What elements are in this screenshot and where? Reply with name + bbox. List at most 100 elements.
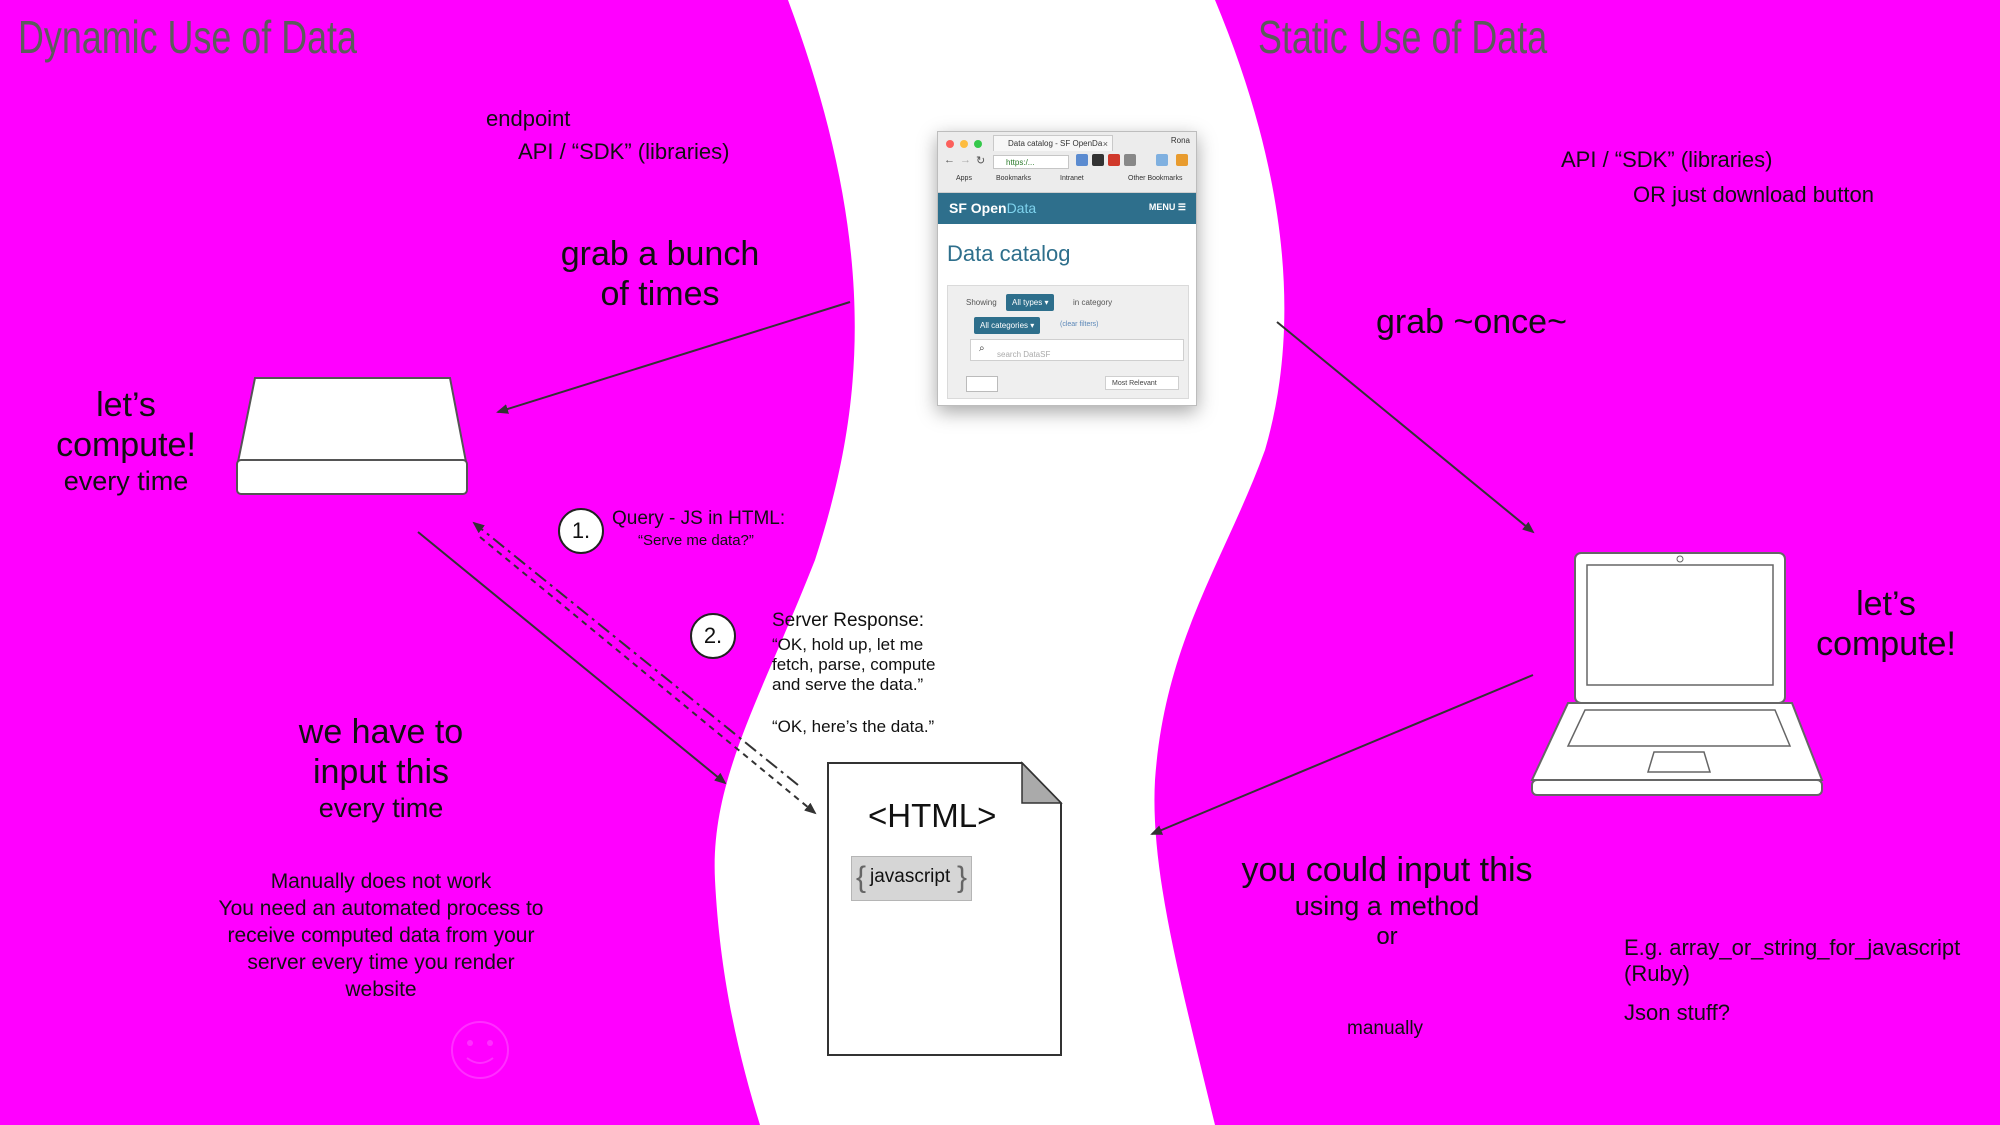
menu-button[interactable]: MENU ☰ [1148,202,1186,212]
catalog-title: Data catalog [947,241,1071,266]
left-input-label: we have to input this every time [270,712,492,824]
forward-icon[interactable]: → [960,154,971,166]
download-label: OR just download button [1633,182,1874,207]
browser-chrome: Data catalog - SF OpenDa × Rona ← → ↻ ht… [938,132,1196,193]
close-dot-icon[interactable] [946,140,954,148]
url-bar[interactable]: https:/... [993,155,1069,169]
bookmark-other[interactable]: Other Bookmarks [1128,175,1183,182]
view-toggle[interactable] [966,376,998,392]
extension-icon[interactable] [1156,154,1168,166]
browser-tab[interactable]: Data catalog - SF OpenDa × [993,135,1113,151]
left-compute-line1: let’s [96,386,156,424]
left-input-line2: input this [312,753,450,791]
html-tag-label: <HTML> [868,797,997,834]
sf-opendata-logo[interactable]: SF OpenData [949,200,1036,216]
clear-filters-link[interactable]: (clear filters) [1060,321,1099,328]
left-input-line1: we have to [298,713,464,751]
showing-label: Showing [966,298,997,307]
right-input-line3: or [1376,923,1398,950]
all-types-dropdown[interactable]: All types ▾ [1006,294,1055,311]
example-line2: (Ruby) [1624,961,1691,986]
manual-note: Manually does not work You need an autom… [190,868,572,1003]
manual-note-line: receive computed data from your [227,924,535,947]
all-categories-dropdown[interactable]: All categories ▾ [974,317,1041,334]
left-api-label: API / “SDK” (libraries) [518,139,730,164]
step-2-done: “OK, here’s the data.” [772,717,935,736]
step-2-line: and serve the data.” [772,675,924,694]
step-2-line: “OK, hold up, let me [772,635,924,654]
arrow-grab-once-to-laptop [1276,321,1535,534]
laptop-icon [1530,552,1824,796]
right-input-line1: you could input this [1241,851,1533,889]
manual-note-line: Manually does not work [270,870,492,893]
back-icon[interactable]: ← [944,154,955,166]
step-2-badge: 2. [690,613,736,659]
manual-note-line: website [345,978,417,1001]
step-1-badge: 1. [558,508,604,554]
bookmark-bookmarks[interactable]: Bookmarks [996,175,1032,182]
right-api-label: API / “SDK” (libraries) [1561,147,1773,172]
extension-icon[interactable] [1124,154,1136,166]
javascript-block: { javascript } [851,856,972,901]
json-label: Json stuff? [1624,1000,1730,1025]
search-icon: ⌕ [979,343,985,354]
brace-right-icon: } [956,861,967,894]
tab-title: Data catalog - SF OpenDa [1008,139,1103,148]
extension-icon[interactable] [1092,154,1104,166]
reload-icon[interactable]: ↻ [976,155,986,167]
javascript-label: javascript [870,866,951,887]
extension-icon[interactable] [1108,154,1120,166]
arrow-query-to-server [472,521,799,786]
filter-panel: Showing All types ▾ in category All cate… [947,285,1189,399]
manual-note-line: server every time you render [247,951,515,974]
right-compute-line2: compute! [1816,625,1956,663]
bookmark-apps[interactable]: Apps [956,175,972,182]
right-input-line2: using a method [1294,891,1480,921]
grab-bunch-line1: grab a bunch [560,235,760,273]
grab-once-label: grab ~once~ [1376,303,1567,341]
right-input-label: you could input this using a method or [1222,850,1552,952]
arrow-laptop-to-html [1150,674,1534,835]
right-compute-line1: let’s [1856,585,1916,623]
sort-dropdown[interactable]: Most Relevant [1105,376,1179,390]
manually-label: manually [1347,1018,1424,1039]
manual-note-line: You need an automated process to [218,897,544,920]
left-compute-line3: every time [63,466,189,496]
profile-name[interactable]: Rona [1170,136,1190,145]
browser-screenshot: Data catalog - SF OpenDa × Rona ← → ↻ ht… [937,131,1197,406]
minimize-dot-icon[interactable] [960,140,968,148]
step-2-title: Server Response: [772,610,925,631]
smiley-face-icon [451,1021,509,1079]
left-compute-label: let’s compute! every time [48,385,204,497]
endpoint-label: endpoint [486,106,571,131]
bookmark-intranet[interactable]: Intranet [1060,175,1084,182]
tab-close-icon[interactable]: × [1102,139,1108,149]
sf-opendata-navbar: SF OpenData MENU ☰ [938,193,1196,224]
step-2-response: “OK, hold up, let me fetch, parse, compu… [772,635,935,695]
example-line1: E.g. array_or_string_for_javascript [1624,935,1961,960]
search-box[interactable]: ⌕ search DataSF [970,339,1184,361]
left-magenta-region [0,0,855,1125]
arrow-grab-to-server [496,301,851,414]
left-input-line3: every time [318,793,444,823]
left-heading: Dynamic Use of Data [18,11,357,63]
arrow-server-to-html [417,531,727,785]
grab-bunch-line2: of times [600,275,720,313]
maximize-dot-icon[interactable] [974,140,982,148]
in-category-label: in category [1073,298,1113,307]
server-box-icon [236,377,468,495]
step-1-subtitle: “Serve me data?” [638,532,754,549]
left-compute-line2: compute! [56,426,196,464]
extension-icon[interactable] [1076,154,1088,166]
document-page-icon [827,761,1063,1056]
grab-bunch-label: grab a bunch of times [540,234,780,314]
search-input[interactable]: search DataSF [997,350,1051,359]
brace-left-icon: { [856,861,867,894]
logo-sf-part: SF Open [949,200,1007,216]
logo-data-part: Data [1006,200,1037,216]
step-1-title: Query - JS in HTML: [612,508,786,529]
right-compute-label: let’s compute! [1810,584,1962,664]
step-2-line: fetch, parse, compute [772,655,936,674]
menu-icon[interactable] [1176,154,1188,166]
